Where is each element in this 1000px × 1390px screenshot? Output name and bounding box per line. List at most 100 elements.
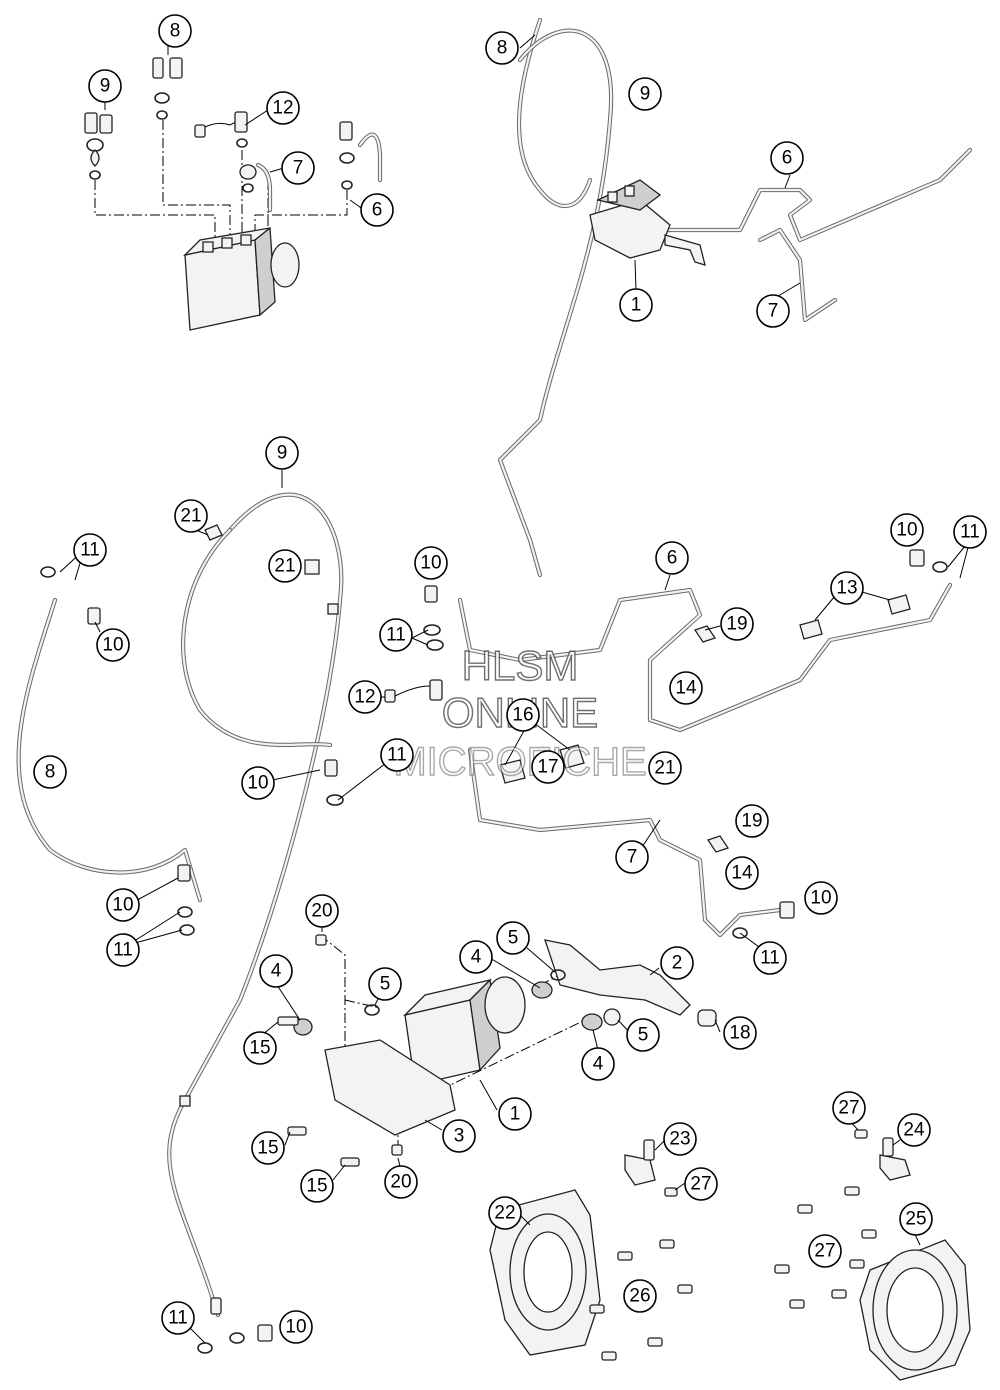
svg-text:9: 9 — [277, 443, 288, 464]
callout-19-a: 19 — [720, 607, 754, 641]
mount-plate-2 — [544, 939, 691, 1016]
svg-text:11: 11 — [760, 948, 780, 969]
callout-26: 26 — [623, 1279, 657, 1313]
svg-text:9: 9 — [640, 84, 651, 105]
svg-text:10: 10 — [420, 553, 441, 574]
svg-text:1: 1 — [631, 295, 642, 316]
callout-2: 2 — [660, 946, 694, 980]
callout-8-line: 8 — [33, 755, 67, 789]
abs-installed-view — [497, 17, 973, 578]
svg-text:16: 16 — [512, 705, 533, 726]
svg-text:12: 12 — [354, 687, 375, 708]
callout-13: 13 — [830, 571, 864, 605]
callout-3: 3 — [442, 1119, 476, 1153]
svg-text:5: 5 — [508, 928, 519, 949]
callout-21-c: 21 — [648, 751, 682, 785]
svg-text:10: 10 — [285, 1317, 306, 1338]
abs-detail-inset — [84, 45, 383, 331]
svg-text:11: 11 — [387, 745, 407, 766]
svg-text:5: 5 — [638, 1025, 649, 1046]
callout-23: 23 — [663, 1122, 697, 1156]
svg-text:10: 10 — [247, 773, 268, 794]
bushing-5c — [603, 1008, 621, 1026]
callout-10-c: 10 — [241, 766, 275, 800]
sensor-ring-25 — [859, 1239, 971, 1381]
callout-7-line: 7 — [615, 840, 649, 874]
svg-text:6: 6 — [372, 200, 383, 221]
callout-10-d: 10 — [106, 888, 140, 922]
callout-10-b: 10 — [414, 546, 448, 580]
callout-8-installed: 8 — [485, 31, 519, 65]
brake-line-stub-7 — [239, 162, 273, 213]
svg-text:27: 27 — [814, 1241, 835, 1262]
svg-text:8: 8 — [497, 38, 508, 59]
callout-21-b: 21 — [268, 549, 302, 583]
banjo-bolt-10e — [909, 549, 925, 567]
watermark-line3: MICROFICHE — [393, 740, 646, 784]
clip-21a — [204, 524, 223, 541]
callout-18: 18 — [723, 1016, 757, 1050]
bolt-15 — [277, 1016, 299, 1026]
abs-modulator-lower — [402, 976, 526, 1086]
screws-26 — [589, 1239, 693, 1361]
svg-text:7: 7 — [293, 158, 304, 179]
callout-4-a: 4 — [259, 954, 293, 988]
brake-lines-main — [16, 470, 971, 1354]
callout-24: 24 — [897, 1113, 931, 1147]
callout-12-detail: 12 — [266, 91, 300, 125]
svg-text:7: 7 — [627, 847, 638, 868]
rubber-mount-4 — [531, 981, 553, 999]
sensor-ring-22 — [489, 1189, 601, 1356]
svg-text:20: 20 — [390, 1172, 411, 1193]
screws-27 — [664, 1129, 877, 1309]
callout-11-f: 11 — [753, 941, 787, 975]
callout-11-e: 11 — [953, 515, 987, 549]
svg-text:25: 25 — [905, 1209, 926, 1230]
svg-text:15: 15 — [306, 1176, 327, 1197]
banjo-fitting-left — [84, 112, 113, 180]
svg-text:4: 4 — [593, 1054, 604, 1075]
callout-15-a: 15 — [243, 1031, 277, 1065]
svg-text:27: 27 — [690, 1174, 711, 1195]
banjo-bolt-10 — [87, 607, 101, 625]
banjo-bolt-10d — [177, 864, 191, 882]
rubber-mount-4b — [581, 1013, 603, 1031]
callout-4-b: 4 — [459, 940, 493, 974]
pressure-sensor-12 — [384, 679, 443, 703]
callout-7-installed: 7 — [756, 294, 790, 328]
svg-text:21: 21 — [654, 758, 675, 779]
callout-10-e: 10 — [890, 513, 924, 547]
abs-modulator-unit-detail — [182, 226, 300, 331]
abs-bracket-3 — [324, 1039, 456, 1136]
callout-6-installed: 6 — [770, 141, 804, 175]
svg-text:11: 11 — [386, 625, 406, 646]
callout-5-c: 5 — [626, 1018, 660, 1052]
svg-text:20: 20 — [311, 901, 332, 922]
svg-text:2: 2 — [672, 953, 683, 974]
bolt-15c — [340, 1157, 360, 1167]
svg-text:11: 11 — [80, 540, 100, 561]
svg-text:23: 23 — [669, 1129, 690, 1150]
watermark-line1: HLSM — [462, 642, 579, 689]
svg-text:8: 8 — [45, 762, 56, 783]
callout-21-a: 21 — [174, 499, 208, 533]
callout-11-a: 11 — [73, 533, 107, 567]
svg-text:22: 22 — [494, 1203, 515, 1224]
callout-10-a: 10 — [96, 628, 130, 662]
callout-5-b: 5 — [496, 921, 530, 955]
svg-text:21: 21 — [180, 506, 201, 527]
callout-6-detail: 6 — [360, 193, 394, 227]
callout-22: 22 — [488, 1196, 522, 1230]
svg-text:7: 7 — [768, 301, 779, 322]
banjo-bolt-10c — [324, 759, 338, 777]
svg-text:3: 3 — [454, 1126, 465, 1147]
callout-1-installed: 1 — [619, 288, 653, 322]
callout-5-a: 5 — [368, 967, 402, 1001]
callout-7-detail: 7 — [281, 151, 315, 185]
callout-10-g: 10 — [279, 1310, 313, 1344]
callout-14-a: 14 — [669, 671, 703, 705]
banjo-fitting-center — [152, 57, 183, 120]
callout-11-c: 11 — [380, 738, 414, 772]
speed-sensor-23 — [624, 1139, 656, 1186]
